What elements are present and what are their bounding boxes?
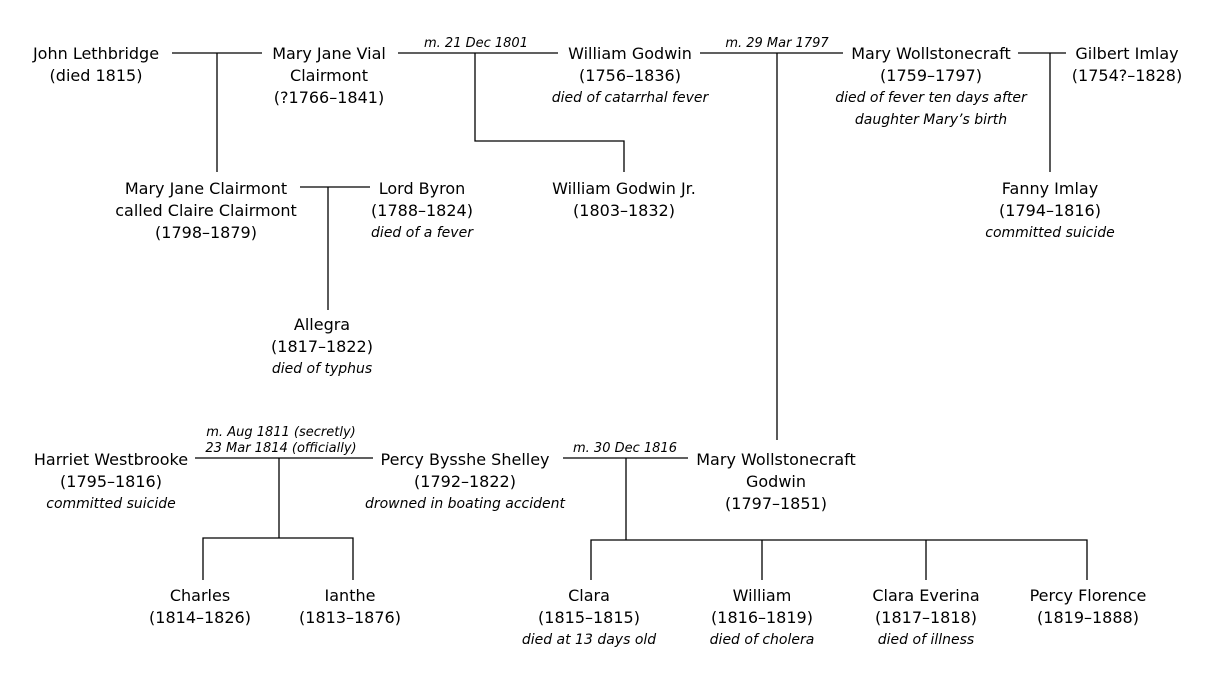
person-percy-bysshe-shelley: Percy Bysshe Shelley (1792–1822) drowned… [345,449,585,515]
person-note-line2: daughter Mary’s birth [854,112,1008,128]
person-dates: (1797–1851) [725,494,827,513]
person-name: Clara Everina [872,586,980,605]
person-name: William Godwin [568,44,692,63]
person-name: Charles [169,586,231,605]
marriage-label-line1: m. Aug 1811 (secretly) [206,425,356,440]
person-dates: (1819–1888) [1037,608,1139,627]
person-name: Harriet Westbrooke [33,450,189,469]
person-gilbert-imlay: Gilbert Imlay (1754?–1828) [1066,43,1188,87]
marriage-label: m. Aug 1811 (secretly) 23 Mar 1814 (offi… [190,425,372,457]
descent-line [474,53,625,172]
person-dates: (1795–1816) [60,472,162,491]
person-ianthe: Ianthe (1813–1876) [290,585,410,629]
person-name: William Godwin Jr. [552,179,696,198]
person-allegra: Allegra (1817–1822) died of typhus [252,314,392,380]
person-claire-clairmont: Mary Jane Clairmont called Claire Clairm… [100,178,312,244]
person-name-line2: Clairmont [290,66,368,85]
person-name: Allegra [293,315,351,334]
person-dates: (1759–1797) [880,66,982,85]
person-dates: (1794–1816) [999,201,1101,220]
person-mary-wollstonecraft: Mary Wollstonecraft (1759–1797) died of … [821,43,1041,131]
person-name: Percy Florence [1029,586,1147,605]
person-note: died of a fever [371,225,473,241]
person-fanny-imlay: Fanny Imlay (1794–1816) committed suicid… [960,178,1140,244]
marriage-label: m. 30 Dec 1816 [573,441,677,456]
person-name: Lord Byron [378,179,466,198]
person-dates: (?1766–1841) [273,88,385,107]
person-name: Ianthe [324,586,376,605]
person-mary-jane-vial-clairmont: Mary Jane Vial Clairmont (?1766–1841) [249,43,409,109]
marriage-label: m. 29 Mar 1797 [725,36,829,51]
person-name: William [732,586,792,605]
person-william: William (1816–1819) died of cholera [687,585,837,651]
person-dates: (1792–1822) [414,472,516,491]
person-name-line2: called Claire Clairmont [115,201,297,220]
person-note: died of cholera [709,632,815,648]
person-name: Fanny Imlay [1001,179,1099,198]
person-note: died of illness [877,632,975,648]
person-dates: (1803–1832) [573,201,675,220]
person-note: died of catarrhal fever [551,90,709,106]
person-note: died at 13 days old [521,632,657,648]
person-name: Percy Bysshe Shelley [380,450,550,469]
person-dates: (1814–1826) [149,608,251,627]
person-dates: (1813–1876) [299,608,401,627]
person-dates: (1817–1818) [875,608,977,627]
person-dates: (died 1815) [49,66,143,85]
person-dates: (1815–1815) [538,608,640,627]
person-note: drowned in boating accident [364,496,566,512]
person-percy-florence: Percy Florence (1819–1888) [1018,585,1158,629]
person-william-godwin-jr: William Godwin Jr. (1803–1832) [534,178,714,222]
person-john-lethbridge: John Lethbridge (died 1815) [16,43,176,87]
person-note: died of fever ten days after [835,90,1027,106]
person-dates: (1798–1879) [155,223,257,242]
person-name: Clara [568,586,610,605]
person-william-godwin: William Godwin (1756–1836) died of catar… [530,43,730,109]
person-name: Mary Jane Clairmont [124,179,288,198]
person-dates: (1756–1836) [579,66,681,85]
person-name: Mary Wollstonecraft [696,450,856,469]
person-dates: (1788–1824) [371,201,473,220]
person-note: died of typhus [271,361,373,377]
marriage-label: m. 21 Dec 1801 [424,36,528,51]
person-name: John Lethbridge [32,44,160,63]
person-clara-everina: Clara Everina (1817–1818) died of illnes… [856,585,996,651]
person-charles: Charles (1814–1826) [140,585,260,629]
person-note: committed suicide [46,496,176,512]
person-name: Gilbert Imlay [1075,44,1179,63]
person-harriet-westbrooke: Harriet Westbrooke (1795–1816) committed… [16,449,206,515]
person-dates: (1754?–1828) [1071,66,1183,85]
sibling-line [590,539,1088,580]
person-dates: (1817–1822) [271,337,373,356]
person-clara: Clara (1815–1815) died at 13 days old [504,585,674,651]
person-name-line2: Godwin [745,472,806,491]
marriage-label-line2: 23 Mar 1814 (officially) [205,441,357,456]
person-name: Mary Wollstonecraft [851,44,1011,63]
person-name: Mary Jane Vial [272,44,386,63]
person-lord-byron: Lord Byron (1788–1824) died of a fever [352,178,492,244]
person-note: committed suicide [985,225,1115,241]
person-dates: (1816–1819) [711,608,813,627]
person-mary-wollstonecraft-godwin: Mary Wollstonecraft Godwin (1797–1851) [676,449,876,515]
sibling-line [202,537,354,580]
